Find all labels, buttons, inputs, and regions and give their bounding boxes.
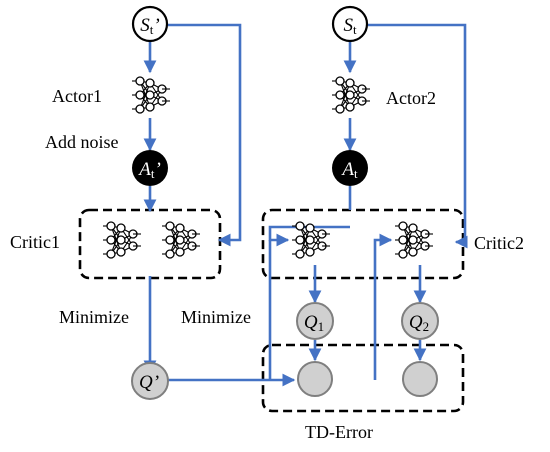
actor1-label: Actor1 xyxy=(52,86,102,106)
critic2-box xyxy=(261,208,465,280)
node-st-prime: St’ xyxy=(131,5,169,43)
add-noise-label: Add noise xyxy=(45,132,119,152)
critic2-label: Critic2 xyxy=(474,233,524,253)
arrow-st-to-critic2 xyxy=(368,23,468,249)
svg-text:Q2: Q2 xyxy=(409,312,429,334)
critic1-box xyxy=(78,208,222,280)
td-error-label: TD-Error xyxy=(305,422,373,442)
node-st: St xyxy=(331,5,369,43)
svg-text:St’: St’ xyxy=(140,15,159,37)
q-prime-suffix: ’ xyxy=(153,372,159,393)
at-prime-suffix: ’ xyxy=(154,159,160,180)
at-prime-main: A xyxy=(137,159,151,180)
st-main: S xyxy=(343,15,353,36)
at-sub: t xyxy=(354,166,358,181)
critic1-network-a-icon xyxy=(102,221,142,259)
at-prime-sub: t xyxy=(151,166,155,181)
td-error-box xyxy=(261,343,465,413)
node-at: At xyxy=(332,150,368,186)
actor2-label: Actor2 xyxy=(386,88,436,108)
minimize-right-label: Minimize xyxy=(181,307,251,327)
at-main: A xyxy=(340,159,354,180)
arrow-st-prime-to-critic1 xyxy=(168,23,242,247)
node-q1: Q1 xyxy=(296,302,334,340)
q1-main: Q xyxy=(304,312,318,333)
st-prime-main: S xyxy=(140,15,150,36)
q2-main: Q xyxy=(409,312,423,333)
svg-text:St: St xyxy=(343,15,357,37)
q1-sub: 1 xyxy=(318,319,325,334)
st-sub: t xyxy=(353,22,357,37)
critic1-network-b-icon xyxy=(161,221,201,259)
actor1-network-icon xyxy=(131,76,171,114)
q2-sub: 2 xyxy=(423,319,430,334)
svg-text:At: At xyxy=(340,159,358,181)
node-q-prime: Q’ xyxy=(131,362,169,400)
arrow-td2-to-critic2-right xyxy=(373,233,393,380)
st-prime-sub: t xyxy=(150,22,154,37)
node-q2: Q2 xyxy=(401,302,439,340)
svg-text:Q1: Q1 xyxy=(304,312,324,334)
node-at-prime: At’ xyxy=(132,150,168,186)
td-error-node-2 xyxy=(402,361,438,397)
td-error-node-1 xyxy=(297,361,333,397)
svg-text:Q’: Q’ xyxy=(139,372,159,393)
critic2-network-b-icon xyxy=(394,221,434,259)
minimize-left-label: Minimize xyxy=(59,307,129,327)
st-prime-suffix: ’ xyxy=(153,15,159,36)
svg-text:At’: At’ xyxy=(137,159,161,181)
q-prime-main: Q xyxy=(139,372,153,393)
actor2-network-icon xyxy=(331,76,371,114)
critic1-label: Critic1 xyxy=(10,232,60,252)
